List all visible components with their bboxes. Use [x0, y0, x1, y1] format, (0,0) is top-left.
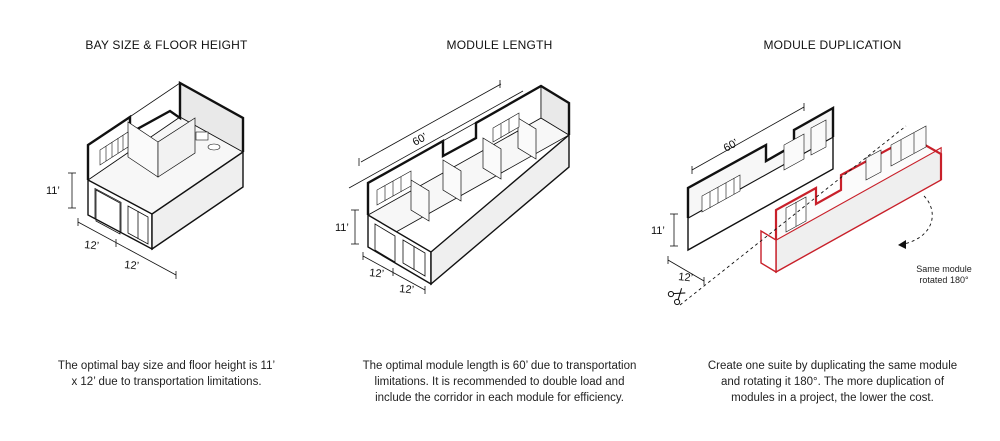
panel-module-length: MODULE LENGTH: [333, 0, 666, 441]
rotate-arrow-icon: [898, 195, 933, 249]
rotation-note-line-2: rotated 180°: [919, 275, 969, 285]
width-dimension-label-a: 12’: [369, 267, 385, 280]
panel-bay-size: BAY SIZE & FLOOR HEIGHT: [0, 0, 333, 441]
rotation-note-line-1: Same module: [916, 264, 972, 274]
module-duplication-drawing: 60’ 11’ 12’ Same module rotated 180°: [651, 103, 972, 306]
panel-title: BAY SIZE & FLOOR HEIGHT: [85, 38, 248, 52]
width-dimension-label-b: 12’: [399, 283, 415, 296]
panel-caption: The optimal bay size and floor height is…: [57, 360, 276, 388]
width-dimension-label-b: 12’: [124, 259, 140, 272]
height-dimension-label: 11’: [335, 222, 349, 234]
bay-module-drawing: 11’ 12’ 12’: [46, 80, 245, 279]
height-dimension-label: 11’: [651, 225, 665, 237]
panel-caption: The optimal module length is 60’ due to …: [362, 360, 637, 404]
panel-caption: Create one suite by duplicating the same…: [707, 360, 958, 404]
height-dimension-label: 11’: [46, 185, 60, 197]
length-dimension-label: 60’: [411, 131, 430, 149]
panel-module-duplication: MODULE DUPLICATION: [651, 0, 999, 441]
scissors-icon: [667, 288, 686, 306]
module-length-drawing: 60’ 11’ 12’ 12’: [335, 80, 571, 297]
panel-title: MODULE LENGTH: [446, 38, 553, 52]
width-dimension-label: 12’: [678, 271, 694, 284]
panel-title: MODULE DUPLICATION: [763, 38, 902, 52]
width-dimension-label-a: 12’: [84, 239, 100, 252]
